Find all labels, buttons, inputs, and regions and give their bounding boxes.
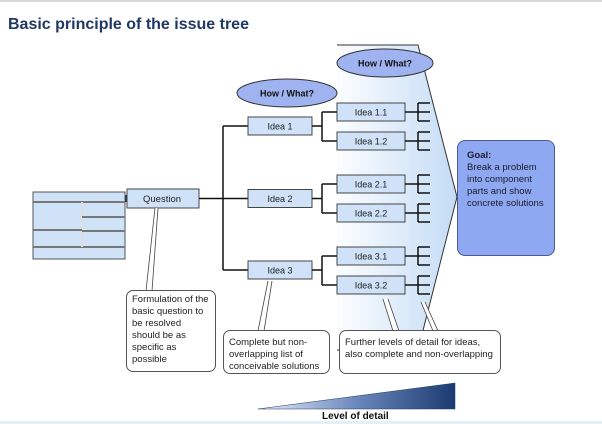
level-of-detail-label: Level of detail bbox=[322, 411, 389, 422]
sub-ideas-callout: Further levels of detail for ideas, also… bbox=[339, 330, 501, 374]
question-label: Question bbox=[143, 194, 181, 205]
goal-box: Goal: Break a problem into component par… bbox=[457, 140, 555, 256]
document-icon bbox=[32, 191, 126, 260]
how-what-bubble-2 bbox=[336, 48, 434, 78]
how-what-label-2: How / What? bbox=[358, 59, 412, 69]
level-of-detail-wedge bbox=[257, 382, 456, 410]
bottom-border bbox=[0, 421, 602, 424]
idea-label: Idea 1 bbox=[267, 122, 292, 132]
goal-heading: Goal: bbox=[467, 150, 492, 161]
sub-idea-label: Idea 2.1 bbox=[355, 180, 388, 190]
detail-panel bbox=[329, 44, 458, 351]
how-what-bubble-1 bbox=[236, 78, 338, 108]
idea-label: Idea 2 bbox=[267, 194, 292, 204]
how-what-label-1: How / What? bbox=[260, 89, 314, 99]
fork-icon bbox=[405, 246, 430, 266]
fork-icon bbox=[405, 203, 430, 223]
top-border bbox=[0, 0, 602, 2]
sub-idea-label: Idea 1.1 bbox=[355, 108, 388, 118]
fork-icon bbox=[405, 275, 430, 295]
fork-icon bbox=[405, 102, 430, 122]
fork-icon bbox=[405, 174, 430, 194]
question-callout: Formulation of the basic question to be … bbox=[126, 290, 216, 372]
sub-idea-label: Idea 2.2 bbox=[355, 209, 388, 219]
idea-label: Idea 3 bbox=[267, 266, 292, 276]
ideas-callout: Complete but non-overlapping list of con… bbox=[223, 330, 330, 374]
sub-idea-label: Idea 3.1 bbox=[355, 252, 388, 262]
fork-icon bbox=[405, 131, 430, 151]
goal-text: Break a problem into component parts and… bbox=[467, 162, 544, 209]
sub-idea-label: Idea 1.2 bbox=[355, 137, 388, 147]
panel-mask bbox=[325, 44, 337, 354]
sub-idea-label: Idea 3.2 bbox=[355, 281, 388, 291]
page-title: Basic principle of the issue tree bbox=[8, 16, 249, 33]
